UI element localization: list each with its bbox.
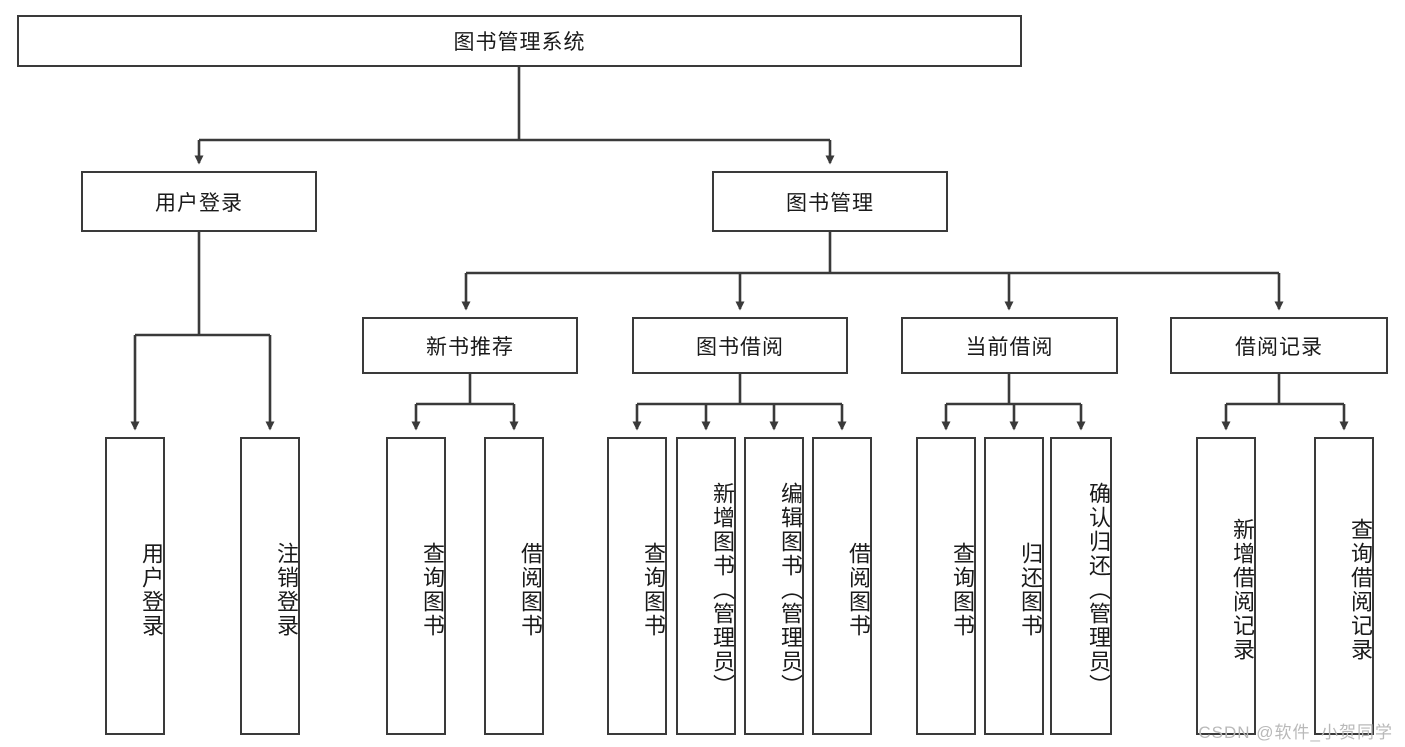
node-leaf-edit-book-label: 编辑图书（管理员） bbox=[778, 482, 803, 698]
node-leaf-confirm-return-label: 确认归还（管理员） bbox=[1086, 482, 1111, 698]
node-leaf-query-record[interactable]: 查询借阅记录 bbox=[1314, 437, 1374, 735]
node-root-label: 图书管理系统 bbox=[453, 31, 586, 54]
node-borrow-record[interactable]: 借阅记录 bbox=[1170, 317, 1388, 374]
node-user-login[interactable]: 用户登录 bbox=[81, 171, 317, 232]
node-book-borrow-label: 图书借阅 bbox=[696, 335, 784, 359]
node-leaf-edit-book[interactable]: 编辑图书（管理员） bbox=[744, 437, 804, 735]
node-leaf-query-book-cur[interactable]: 查询图书 bbox=[916, 437, 976, 735]
node-leaf-user-login-label: 用户登录 bbox=[139, 542, 164, 638]
node-current-borrow-label: 当前借阅 bbox=[965, 335, 1054, 359]
node-new-book-rec-label: 新书推荐 bbox=[426, 335, 514, 359]
node-leaf-add-book[interactable]: 新增图书（管理员） bbox=[676, 437, 736, 735]
node-leaf-query-book-rec[interactable]: 查询图书 bbox=[386, 437, 446, 735]
node-book-manage[interactable]: 图书管理 bbox=[712, 171, 948, 232]
node-leaf-add-record-label: 新增借阅记录 bbox=[1230, 518, 1255, 662]
node-borrow-record-label: 借阅记录 bbox=[1235, 335, 1323, 359]
node-leaf-confirm-return[interactable]: 确认归还（管理员） bbox=[1050, 437, 1112, 735]
node-leaf-query-book-cur-label: 查询图书 bbox=[950, 542, 975, 638]
node-leaf-borrow-book-label: 借阅图书 bbox=[846, 542, 871, 638]
node-root[interactable]: 图书管理系统 bbox=[17, 15, 1022, 67]
node-current-borrow[interactable]: 当前借阅 bbox=[901, 317, 1118, 374]
node-leaf-query-record-label: 查询借阅记录 bbox=[1348, 518, 1373, 662]
node-leaf-add-record[interactable]: 新增借阅记录 bbox=[1196, 437, 1256, 735]
node-leaf-query-book-borrow-label: 查询图书 bbox=[641, 542, 666, 638]
node-new-book-rec[interactable]: 新书推荐 bbox=[362, 317, 578, 374]
node-leaf-borrow-book-rec-label: 借阅图书 bbox=[518, 542, 543, 638]
node-leaf-query-book-rec-label: 查询图书 bbox=[420, 542, 445, 638]
node-book-manage-label: 图书管理 bbox=[786, 191, 874, 215]
node-leaf-logout-label: 注销登录 bbox=[274, 542, 299, 638]
node-leaf-logout[interactable]: 注销登录 bbox=[240, 437, 300, 735]
node-leaf-return-book[interactable]: 归还图书 bbox=[984, 437, 1044, 735]
node-user-login-label: 用户登录 bbox=[155, 191, 243, 215]
node-leaf-return-book-label: 归还图书 bbox=[1018, 542, 1043, 638]
node-leaf-add-book-label: 新增图书（管理员） bbox=[710, 482, 735, 698]
node-book-borrow[interactable]: 图书借阅 bbox=[632, 317, 848, 374]
node-leaf-query-book-borrow[interactable]: 查询图书 bbox=[607, 437, 667, 735]
csdn-watermark: CSDN @软件_小贺同学 bbox=[1198, 723, 1393, 742]
node-leaf-borrow-book-rec[interactable]: 借阅图书 bbox=[484, 437, 544, 735]
node-leaf-user-login[interactable]: 用户登录 bbox=[105, 437, 165, 735]
node-leaf-borrow-book[interactable]: 借阅图书 bbox=[812, 437, 872, 735]
